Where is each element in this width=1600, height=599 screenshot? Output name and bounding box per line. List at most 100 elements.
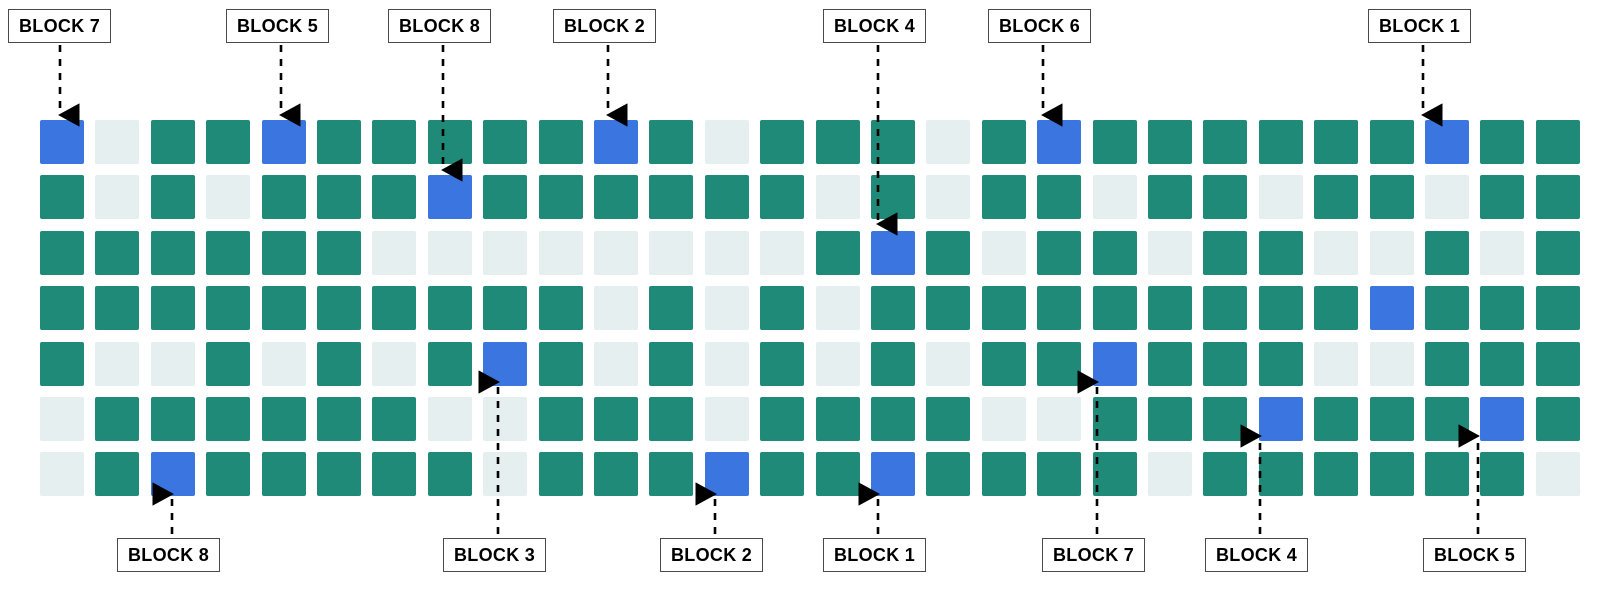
block-label-bottom-1[interactable]: BLOCK 3	[443, 538, 547, 572]
grid-cell-r5-c3	[206, 397, 251, 441]
grid-cell-r5-c27	[1535, 397, 1580, 441]
grid-cell-r2-c23	[1314, 230, 1359, 275]
grid-cell-r6-c9	[538, 452, 583, 497]
block-label-top-0[interactable]: BLOCK 7	[8, 9, 112, 43]
grid-cell-r1-c16	[926, 175, 971, 220]
grid-cell-r1-c11	[649, 175, 694, 220]
grid-cell-r5-c15	[871, 397, 915, 441]
grid-cell-r1-c12	[704, 175, 749, 220]
grid-cell-r3-c7	[427, 286, 472, 331]
grid-cell-r0-c21	[1203, 120, 1248, 164]
grid-cell-r0-c23	[1314, 120, 1359, 164]
grid-cell-r5-c23	[1314, 397, 1359, 441]
grid-cell-r4-c15	[871, 341, 915, 386]
grid-cell-r6-c27	[1535, 452, 1580, 497]
grid-cell-r5-c6	[372, 397, 417, 441]
grid-cell-r3-c11	[649, 286, 694, 331]
grid-cell-r0-c15	[871, 120, 915, 164]
grid-cell-r0-c27	[1535, 120, 1580, 164]
grid-cell-r2-c7	[427, 230, 472, 275]
grid-cell-r4-c8	[483, 341, 528, 386]
grid-cell-r5-c14	[815, 397, 860, 441]
grid-cell-r0-c22	[1258, 120, 1303, 164]
grid-cell-r3-c27	[1535, 286, 1580, 331]
grid-cell-r2-c6	[372, 230, 417, 275]
grid-cell-r2-c24	[1369, 230, 1414, 275]
grid-cell-r5-c22	[1258, 397, 1303, 441]
grid-cell-r5-c0	[40, 397, 84, 441]
grid-cell-r6-c25	[1425, 452, 1469, 497]
grid-cell-r3-c17	[981, 286, 1026, 331]
grid-cell-r3-c19	[1092, 286, 1137, 331]
block-label-top-1[interactable]: BLOCK 5	[226, 9, 330, 43]
grid-cell-r0-c3	[206, 120, 251, 164]
grid-cell-r1-c2	[150, 175, 195, 220]
grid-cell-r1-c14	[815, 175, 860, 220]
grid-cell-r2-c2	[150, 230, 195, 275]
grid-cell-r0-c12	[704, 120, 749, 164]
grid-cell-r2-c16	[926, 230, 971, 275]
grid-cell-r1-c8	[483, 175, 528, 220]
grid-cell-r1-c23	[1314, 175, 1359, 220]
block-label-bottom-2[interactable]: BLOCK 2	[660, 538, 764, 572]
grid-cell-r4-c16	[926, 341, 971, 386]
grid-cell-r3-c14	[815, 286, 860, 331]
block-label-bottom-4[interactable]: BLOCK 7	[1042, 538, 1146, 572]
block-label-bottom-5[interactable]: BLOCK 4	[1205, 538, 1309, 572]
grid-cell-r4-c1	[95, 341, 140, 386]
block-label-bottom-6[interactable]: BLOCK 5	[1423, 538, 1527, 572]
grid-cell-r4-c23	[1314, 341, 1359, 386]
grid-cell-r1-c19	[1092, 175, 1137, 220]
grid-cell-r6-c5	[317, 452, 361, 497]
grid-cell-r2-c27	[1535, 230, 1580, 275]
grid-cell-r4-c4	[261, 341, 306, 386]
grid-cell-r4-c14	[815, 341, 860, 386]
grid-cell-r5-c24	[1369, 397, 1414, 441]
grid-cell-r4-c5	[317, 341, 361, 386]
grid-cell-r6-c23	[1314, 452, 1359, 497]
grid-cell-r5-c1	[95, 397, 140, 441]
grid-cell-r2-c22	[1258, 230, 1303, 275]
grid-cell-r0-c25	[1425, 120, 1469, 164]
grid-cell-r6-c26	[1480, 452, 1525, 497]
grid-cell-r6-c1	[95, 452, 140, 497]
grid-cell-r2-c19	[1092, 230, 1137, 275]
grid-cell-r4-c27	[1535, 341, 1580, 386]
grid-cell-r3-c21	[1203, 286, 1248, 331]
grid-cell-r1-c4	[261, 175, 306, 220]
block-label-bottom-0[interactable]: BLOCK 8	[117, 538, 221, 572]
grid-cell-r1-c3	[206, 175, 251, 220]
grid-cell-r4-c0	[40, 341, 84, 386]
grid-cell-r2-c8	[483, 230, 528, 275]
grid-cell-r6-c0	[40, 452, 84, 497]
block-label-top-6[interactable]: BLOCK 1	[1368, 9, 1472, 43]
grid-cell-r6-c8	[483, 452, 528, 497]
block-label-top-5[interactable]: BLOCK 6	[988, 9, 1092, 43]
grid-cell-r2-c5	[317, 230, 361, 275]
grid-cell-r2-c14	[815, 230, 860, 275]
grid-cell-r1-c6	[372, 175, 417, 220]
grid-cell-r1-c25	[1425, 175, 1469, 220]
grid-cell-r2-c3	[206, 230, 251, 275]
grid-cell-r5-c20	[1148, 397, 1192, 441]
block-label-top-2[interactable]: BLOCK 8	[388, 9, 492, 43]
block-label-top-4[interactable]: BLOCK 4	[823, 9, 927, 43]
grid-cell-r4-c10	[594, 341, 638, 386]
grid-cell-r6-c20	[1148, 452, 1192, 497]
block-label-top-3[interactable]: BLOCK 2	[553, 9, 657, 43]
grid-cell-r6-c3	[206, 452, 251, 497]
grid-cell-r2-c1	[95, 230, 140, 275]
grid-cell-r6-c4	[261, 452, 306, 497]
grid-cell-r2-c18	[1037, 230, 1082, 275]
grid-cell-r6-c24	[1369, 452, 1414, 497]
grid-cell-r5-c7	[427, 397, 472, 441]
grid-cell-r0-c5	[317, 120, 361, 164]
grid-cell-r1-c13	[760, 175, 805, 220]
grid-cell-r4-c18	[1037, 341, 1082, 386]
grid-cell-r3-c22	[1258, 286, 1303, 331]
grid-cell-r1-c0	[40, 175, 84, 220]
grid-cell-r3-c0	[40, 286, 84, 331]
block-label-bottom-3[interactable]: BLOCK 1	[823, 538, 927, 572]
grid-cell-r0-c6	[372, 120, 417, 164]
